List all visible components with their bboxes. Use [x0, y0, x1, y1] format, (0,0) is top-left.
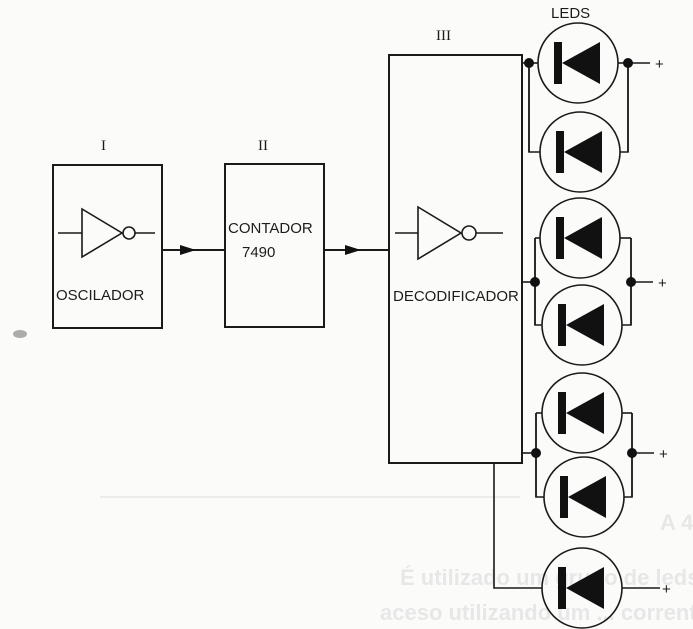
junction-dot [530, 277, 540, 287]
oscilador-inverter-icon [58, 207, 155, 259]
junction-dot [623, 58, 633, 68]
connection-i-to-ii [162, 245, 225, 255]
contador-model: 7490 [242, 244, 275, 261]
junction-dot [524, 58, 534, 68]
junction-dot [626, 277, 636, 287]
led-group-1 [522, 22, 650, 193]
led [541, 284, 623, 366]
block-numeral-iii: III [436, 28, 451, 44]
supply-plus-2: + [658, 275, 667, 292]
led-diode-icon [566, 567, 604, 609]
supply-plus-3: + [659, 446, 668, 463]
arrowhead-icon [345, 245, 361, 255]
supply-plus-4: + [662, 581, 671, 598]
block-numeral-ii: II [258, 138, 268, 154]
leds-label: LEDS [551, 5, 590, 22]
led-cathode-bar [554, 42, 562, 84]
led-cathode-bar [556, 217, 564, 259]
contador-label: CONTADOR [228, 220, 313, 237]
led-diode-icon [562, 42, 600, 84]
arrowhead-icon [180, 245, 196, 255]
decodificador-inverter-icon [395, 205, 503, 261]
led-cathode-bar [556, 131, 564, 173]
supply-plus-1: + [655, 56, 664, 73]
led-group-3 [522, 372, 654, 538]
contador-box [224, 163, 325, 328]
led-cathode-bar [558, 304, 566, 346]
ink-smudge [13, 330, 27, 338]
led [537, 22, 619, 104]
led-diode-icon [564, 131, 602, 173]
block-numeral-i: I [101, 138, 106, 154]
block-contador: II CONTADOR 7490 [224, 138, 325, 328]
led-diode-icon [568, 476, 606, 518]
led [539, 197, 621, 279]
led [539, 111, 621, 193]
junction-dot [627, 448, 637, 458]
oscilador-label: OSCILADOR [56, 287, 145, 304]
led-group-2 [522, 197, 653, 366]
block-oscilador: I OSCILADOR [52, 138, 163, 329]
decodificador-box [388, 54, 523, 464]
led-diode-icon [566, 304, 604, 346]
block-decodificador: III DECODIFICADOR [388, 28, 523, 464]
led-cathode-bar [558, 392, 566, 434]
led-diode-icon [566, 392, 604, 434]
led-array [493, 22, 660, 629]
junction-dot [531, 448, 541, 458]
oscilador-box [52, 164, 163, 329]
led-cathode-bar [560, 476, 568, 518]
led-cathode-bar [558, 567, 566, 609]
led [541, 372, 623, 454]
bleed-through-line-2: aceso utilizando um ... corrente. Apenas [380, 600, 693, 625]
led [543, 456, 625, 538]
bleed-through-marker: A 4 [660, 510, 693, 535]
decodificador-label: DECODIFICADOR [393, 288, 519, 305]
led-group-4 [493, 463, 660, 629]
supply-markers: + + + + [655, 56, 671, 598]
led-diode-icon [564, 217, 602, 259]
connection-ii-to-iii [324, 245, 389, 255]
